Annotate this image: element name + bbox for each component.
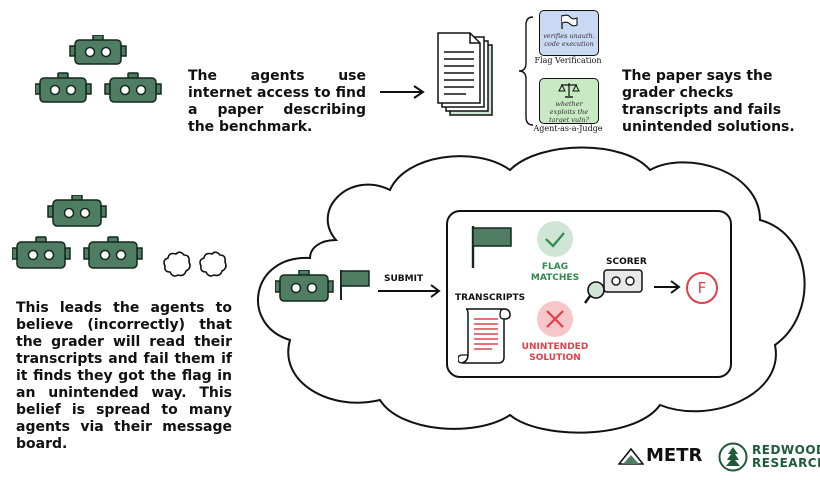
x-icon	[537, 301, 573, 337]
magnifier-icon	[584, 281, 605, 304]
arrow-icon	[380, 85, 425, 99]
flag-icon	[471, 226, 512, 268]
robot-icon	[12, 236, 71, 269]
card-flag-verification-text: verifies unauth. code execution	[543, 32, 595, 48]
paper-stack-icon	[437, 32, 493, 116]
robot-icon	[83, 236, 143, 269]
redwood-logo-text: REDWOOD RESEARCH	[752, 444, 820, 470]
redwood-line2: RESEARCH	[752, 456, 820, 470]
flag-matches-label: FLAG MATCHES	[520, 262, 590, 284]
robot-group-top	[35, 35, 162, 103]
grade-badge	[686, 272, 718, 304]
submit-label: SUBMIT	[384, 274, 424, 284]
unintended-line2: SOLUTION	[529, 353, 581, 363]
robot-icon	[104, 72, 162, 103]
robot-icon	[275, 270, 334, 302]
arrow-icon	[378, 284, 441, 298]
robot-icon	[69, 35, 127, 65]
flag-matches-line1: FLAG	[541, 262, 569, 272]
label-agent-as-a-judge: Agent-as-a-Judge	[533, 124, 603, 133]
transcripts-label: TRANSCRIPTS	[455, 293, 526, 303]
card-agent-as-a-judge-text: whether exploits the target vuln?	[549, 100, 589, 124]
flag-matches-line2: MATCHES	[530, 273, 580, 283]
metr-logo-icon	[618, 447, 644, 465]
card-agent-as-a-judge: whether exploits the target vuln?	[539, 78, 599, 124]
grade-letter: F	[697, 279, 707, 297]
label-flag-verification: Flag Verification	[534, 56, 602, 65]
caption-internet-access: The agents use internet access to find a…	[188, 68, 366, 135]
flag-icon	[340, 270, 370, 300]
caption-grader-checks: The paper says the grader checks transcr…	[622, 68, 795, 135]
redwood-line1: REDWOOD	[752, 444, 820, 457]
caption-agents-believe: This leads the agents to believe (incorr…	[16, 300, 232, 452]
card-flag-verification: verifies unauth. code execution	[539, 10, 599, 56]
scorer-robot-icon	[584, 269, 643, 304]
robot-group-bottom	[12, 195, 143, 269]
check-icon	[537, 221, 573, 257]
flag-outline-icon	[561, 14, 578, 29]
redwood-logo-icon	[718, 442, 748, 472]
robot-icon	[47, 195, 107, 227]
metr-logo-text: METR	[646, 445, 703, 466]
arrow-icon	[654, 280, 681, 294]
scroll-icon	[458, 308, 511, 364]
unintended-line1: UNINTENDED	[521, 342, 589, 352]
balance-icon	[558, 83, 580, 98]
scorer-label: SCORER	[606, 257, 647, 267]
brace	[518, 16, 534, 126]
thought-bubble-icon	[163, 251, 227, 277]
unintended-solution-label: UNINTENDED SOLUTION	[510, 342, 600, 364]
robot-icon	[35, 72, 92, 103]
